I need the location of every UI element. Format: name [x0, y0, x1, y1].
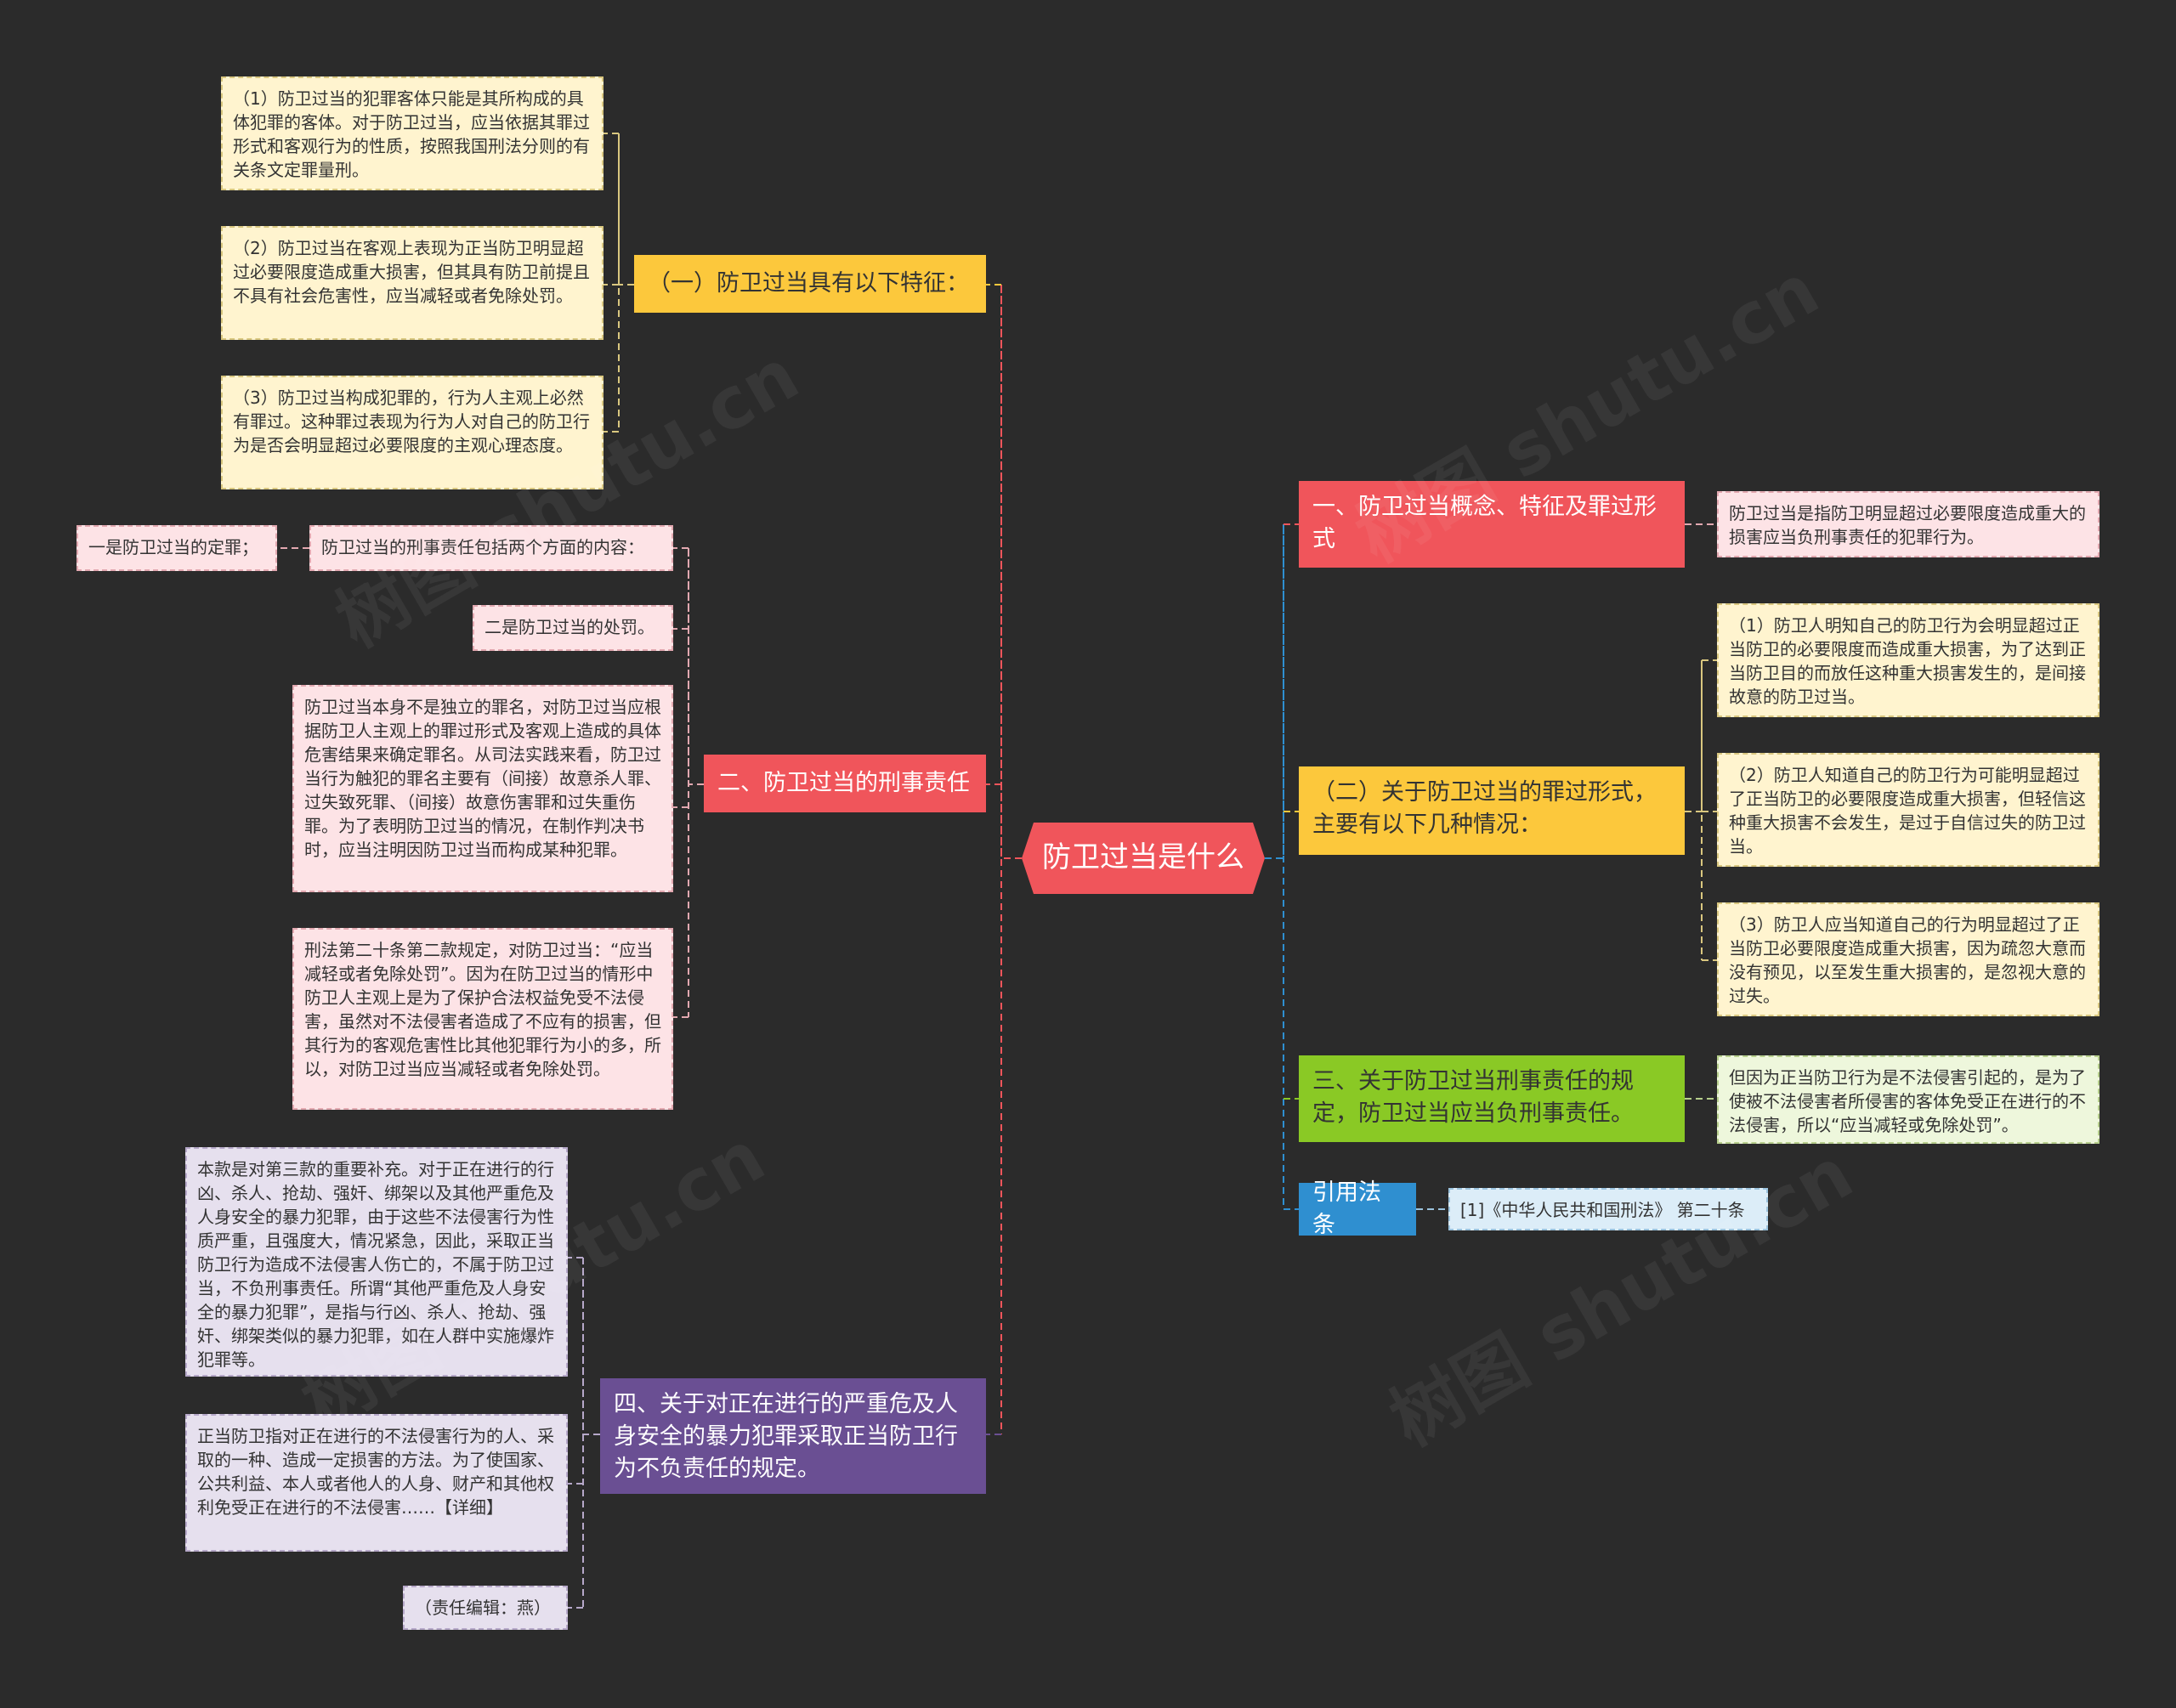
- branch-concept-title[interactable]: 一、防卫过当概念、特征及罪过形式: [1299, 481, 1685, 568]
- link-root-left: [1000, 285, 1022, 1434]
- branch-violent-crime-title[interactable]: 四、关于对正在进行的严重危及人身安全的暴力犯罪采取正当防卫行为不负责任的规定。: [600, 1378, 986, 1494]
- link-root-right: [1265, 524, 1284, 1209]
- branch-feature-title[interactable]: （一）防卫过当具有以下特征：: [634, 255, 986, 313]
- criminal-liability-reason[interactable]: 但因为正当防卫行为是不法侵害引起的，是为了使被不法侵害者所侵害的客体免受正在进行…: [1717, 1055, 2100, 1144]
- liability-two-aspects[interactable]: 防卫过当的刑事责任包括两个方面的内容：: [309, 525, 673, 571]
- liability-penalty-text[interactable]: 刑法第二十条第二款规定，对防卫过当：“应当减轻或者免除处罚”。因为在防卫过当的情…: [292, 928, 673, 1110]
- liability-conviction[interactable]: 一是防卫过当的定罪；: [76, 525, 277, 571]
- link-l2-leaves: [673, 547, 704, 1018]
- root-topic[interactable]: 防卫过当是什么: [1022, 823, 1265, 894]
- editor-note[interactable]: （责任编辑：燕）: [403, 1586, 568, 1630]
- liability-charge-text[interactable]: 防卫过当本身不是独立的罪名，对防卫过当应根据防卫人主观上的罪过形式及客观上造成的…: [292, 685, 673, 892]
- fault-form-item-3[interactable]: （3）防卫人应当知道自己的行为明显超过了正当防卫必要限度造成重大损害，因为疏忽大…: [1717, 902, 2100, 1016]
- feature-item-2[interactable]: （2）防卫过当在客观上表现为正当防卫明显超过必要限度造成重大损害，但其具有防卫前…: [221, 226, 604, 340]
- branch-fault-form-title[interactable]: （二）关于防卫过当的罪过形式，主要有以下几种情况：: [1299, 766, 1685, 855]
- liability-punishment[interactable]: 二是防卫过当的处罚。: [473, 605, 673, 651]
- branch-criminal-liability-title[interactable]: 三、关于防卫过当刑事责任的规定，防卫过当应当负刑事责任。: [1299, 1055, 1685, 1142]
- feature-item-1[interactable]: （1）防卫过当的犯罪客体只能是其所构成的具体犯罪的客体。对于防卫过当，应当依据其…: [221, 76, 604, 190]
- branch-cited-law-title[interactable]: 引用法条: [1299, 1179, 1416, 1238]
- branch-liability-title[interactable]: 二、防卫过当的刑事责任: [704, 755, 986, 812]
- fault-form-item-2[interactable]: （2）防卫人知道自己的防卫行为可能明显超过了正当防卫的必要限度造成重大损害，但轻…: [1717, 753, 2100, 867]
- link-l1-leaves: [604, 133, 634, 433]
- cited-law-reference[interactable]: [1]《中华人民共和国刑法》 第二十条: [1448, 1188, 1768, 1230]
- violent-crime-supplement[interactable]: 本款是对第三款的重要补充。对于正在进行的行凶、杀人、抢劫、强奸、绑架以及其他严重…: [185, 1147, 568, 1377]
- concept-definition[interactable]: 防卫过当是指防卫明显超过必要限度造成重大的损害应当负刑事责任的犯罪行为。: [1717, 491, 2100, 557]
- fault-form-item-1[interactable]: （1）防卫人明知自己的防卫行为会明显超过正当防卫的必要限度而造成重大损害，为了达…: [1717, 603, 2100, 717]
- link-r2-leaves: [1685, 659, 1717, 961]
- feature-item-3[interactable]: （3）防卫过当构成犯罪的，行为人主观上必然有罪过。这种罪过表现为行为人对自己的防…: [221, 376, 604, 489]
- link-l4-leaves: [568, 1257, 600, 1609]
- self-defense-definition[interactable]: 正当防卫指对正在进行的不法侵害行为的人、采取的一种、造成一定损害的方法。为了使国…: [185, 1414, 568, 1552]
